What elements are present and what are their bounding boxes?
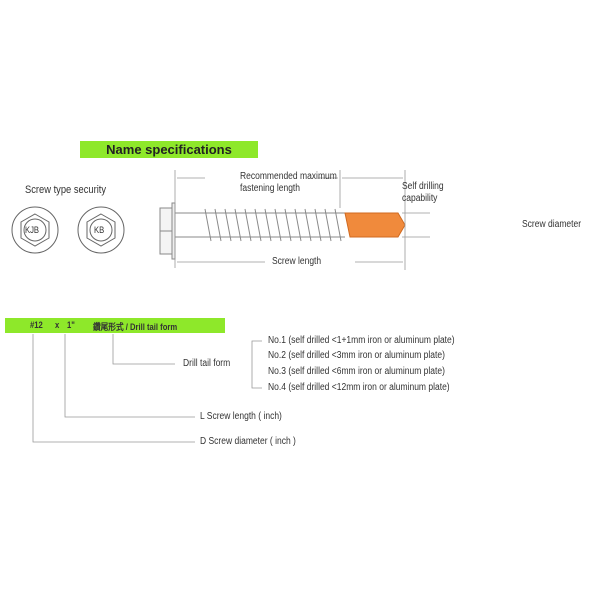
thread-line xyxy=(264,208,272,242)
form-item: No.4 (self drilled <12mm iron or aluminu… xyxy=(268,382,450,393)
thread-line xyxy=(204,208,212,242)
thread-line xyxy=(254,208,262,242)
thread-line xyxy=(224,208,232,242)
kb-head-icon xyxy=(77,206,125,254)
code-diameter: #12 xyxy=(30,320,43,330)
form-item: No.2 (self drilled <3mm iron or aluminum… xyxy=(268,350,445,361)
form-item: No.3 (self drilled <6mm iron or aluminum… xyxy=(268,366,445,377)
kb-mark: KB xyxy=(94,225,105,235)
thread-line xyxy=(324,208,332,242)
code-length: 1" xyxy=(67,320,75,330)
recommended-label-2: fastening length xyxy=(240,183,301,194)
thread-line xyxy=(234,208,242,242)
thread-line xyxy=(304,208,312,242)
kjb-head-icon xyxy=(11,206,59,254)
drill-tip xyxy=(344,212,406,238)
diameter-legend: D Screw diameter ( inch ) xyxy=(200,436,296,447)
code-x: x xyxy=(55,320,60,330)
security-label: Screw type security xyxy=(25,184,107,196)
thread-line xyxy=(284,208,292,242)
thread-line xyxy=(214,208,222,242)
title-banner: Name specifications xyxy=(80,141,258,158)
dimension-lines xyxy=(32,170,430,443)
code-form: 鑽尾形式 / Drill tail form xyxy=(93,322,178,332)
screw-diameter-label: Screw diameter xyxy=(522,219,582,230)
thread-line xyxy=(314,208,322,242)
self-drilling-label-2: capability xyxy=(402,193,438,204)
thread-line xyxy=(244,208,252,242)
thread-line xyxy=(294,208,302,242)
length-legend: L Screw length ( inch) xyxy=(200,411,282,422)
kjb-mark: KJB xyxy=(25,225,40,235)
thread-line xyxy=(334,208,342,242)
thread-line xyxy=(274,208,282,242)
form-item: No.1 (self drilled <1+1mm iron or alumin… xyxy=(268,335,455,346)
code-banner: #12 x 1" 鑽尾形式 / Drill tail form xyxy=(5,318,225,333)
title: Name specifications xyxy=(106,142,232,157)
recommended-label-1: Recommended maximum xyxy=(240,171,337,182)
self-drilling-label-1: Self drilling xyxy=(402,181,444,192)
screw-length-label: Screw length xyxy=(272,256,322,267)
drill-tail-form-label: Drill tail form xyxy=(183,358,231,369)
screw-icon xyxy=(159,202,406,260)
